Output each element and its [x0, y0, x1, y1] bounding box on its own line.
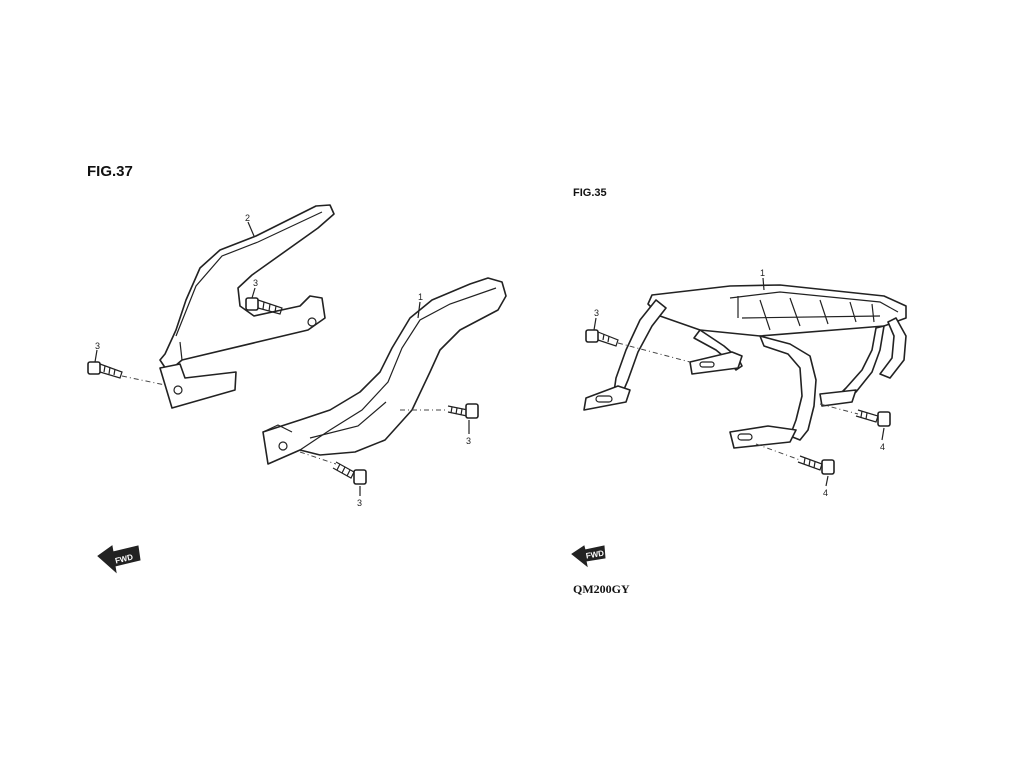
fig35-bolt-front	[585, 329, 691, 363]
fig37-part-1-bracket	[262, 277, 507, 465]
fig37-callout-2: 2	[245, 213, 250, 223]
fig37-bolt-bottom	[299, 451, 367, 485]
fig37-callout-1: 1	[418, 292, 423, 302]
fig35-callout-4-lower: 4	[823, 488, 828, 498]
fig35-bolt-rear-upper	[819, 403, 891, 427]
fig35-part-1-rear-rack	[583, 284, 907, 449]
fig37-part-2-bracket	[159, 204, 335, 409]
fig37-title: FIG.37	[87, 163, 133, 180]
fig35-title: FIG.35	[573, 187, 607, 199]
fig37-bolt-left	[87, 361, 123, 379]
fig37-bolt-right	[400, 403, 479, 419]
fig35-bolt-rear-lower	[755, 443, 835, 475]
fig37-fwd-arrow-icon: FWD	[97, 545, 141, 574]
fig37-callout-3-left: 3	[95, 341, 100, 351]
fig35-callout-1: 1	[760, 268, 765, 278]
fig37-callout-3-bottom: 3	[357, 498, 362, 508]
fig37-callout-3-right: 3	[466, 436, 471, 446]
fig35-fwd-label: FWD	[585, 549, 605, 561]
fig35-callout-3: 3	[594, 308, 599, 318]
fig37-fwd-label: FWD	[114, 552, 134, 565]
fig35-fwd-arrow-icon: FWD	[571, 545, 606, 568]
model-code: QM200GY	[573, 582, 630, 596]
fig37-callout-3-upper: 3	[253, 278, 258, 288]
fig35-callout-4-upper: 4	[880, 442, 885, 452]
